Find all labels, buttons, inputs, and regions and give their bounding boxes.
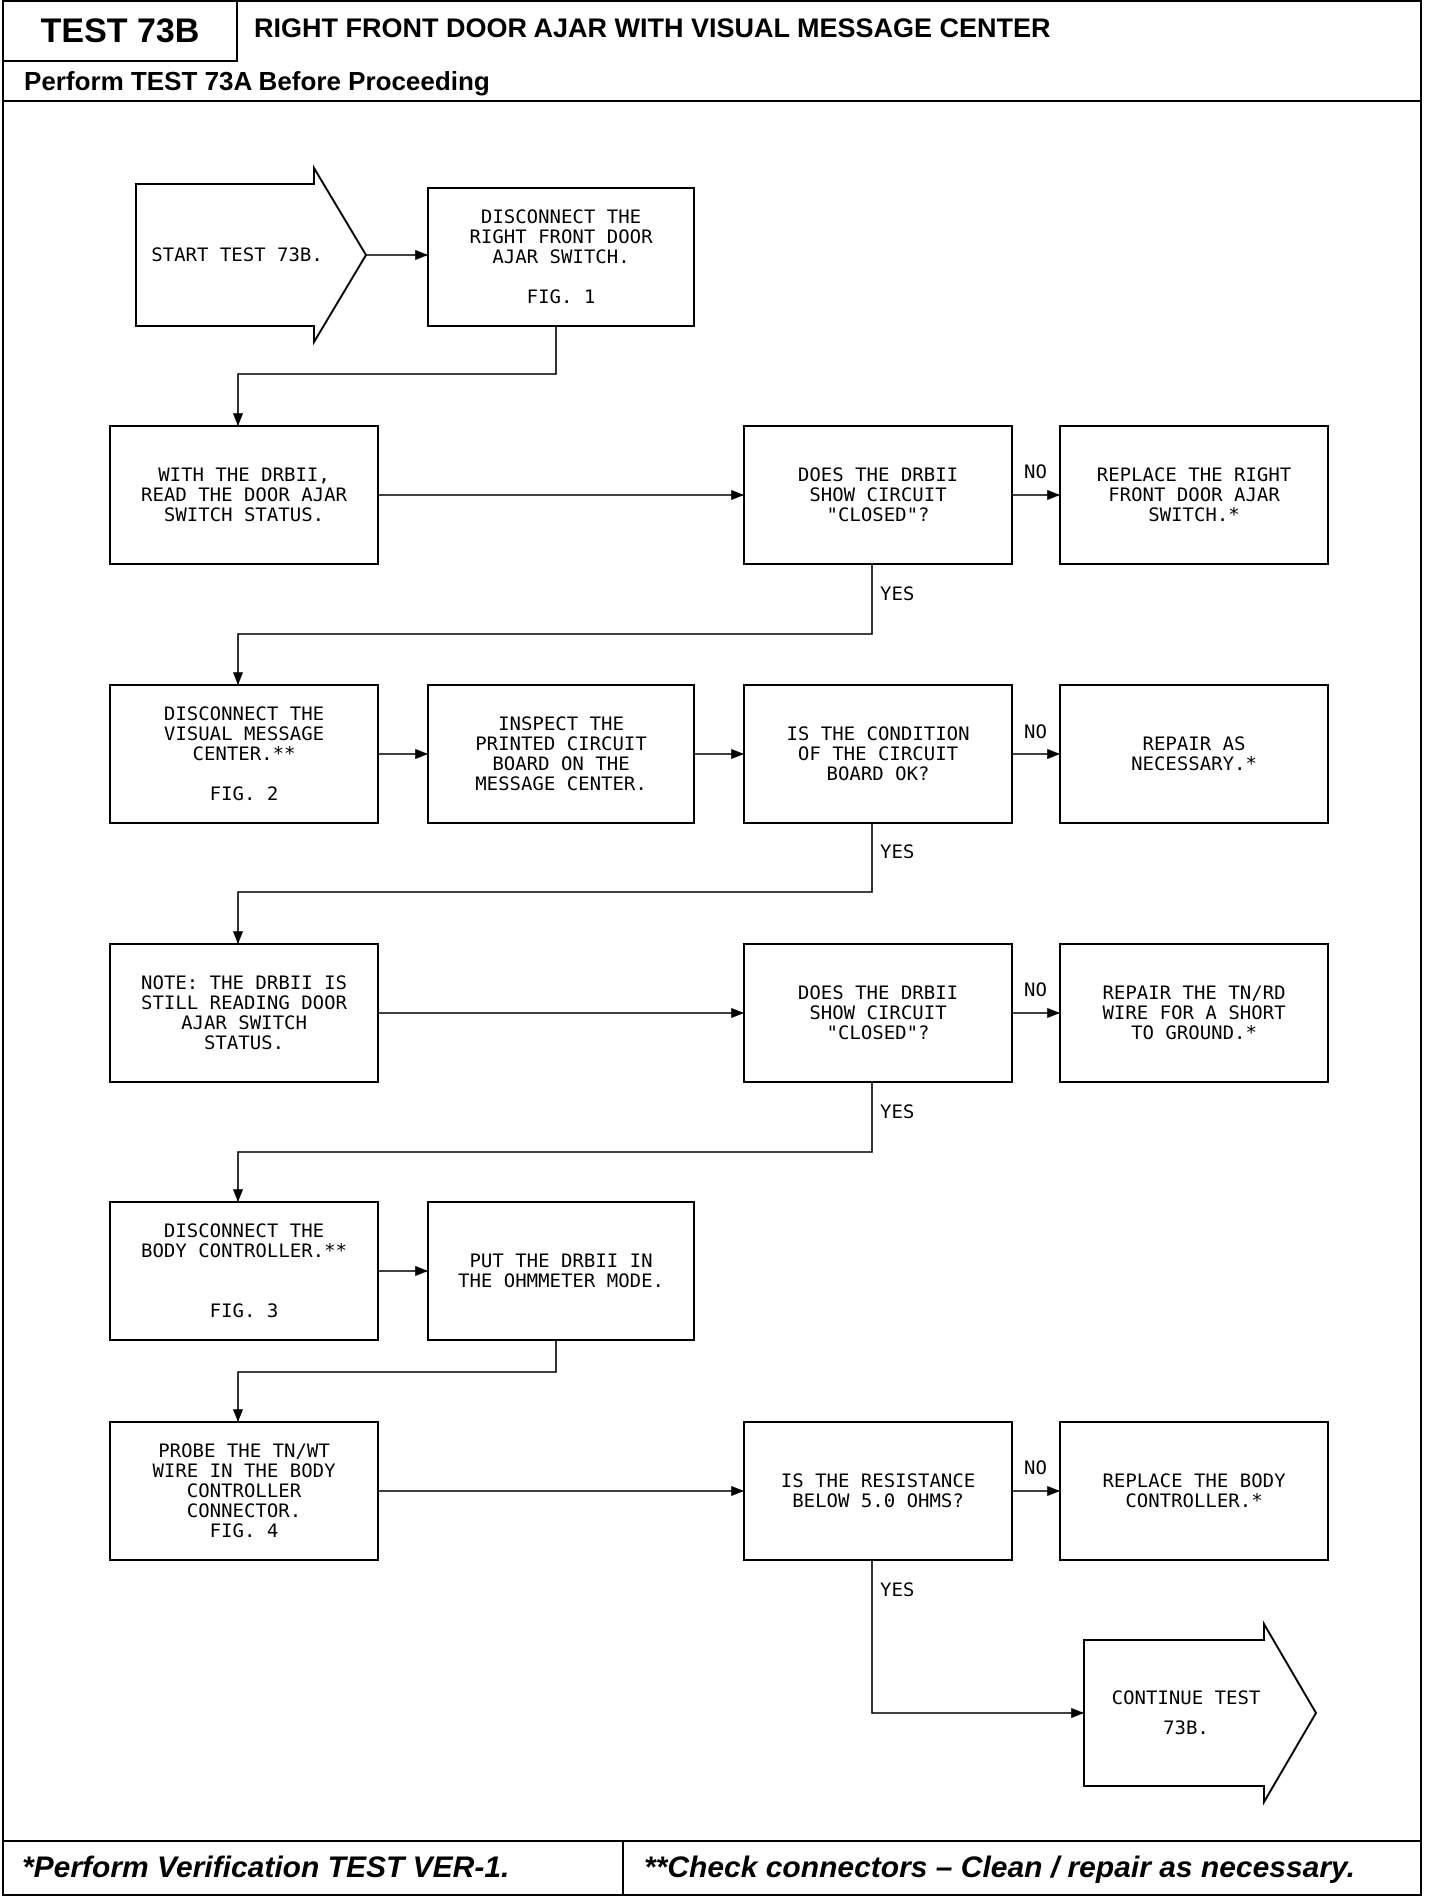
- repair-wire-text: WIRE FOR A SHORT: [1102, 1002, 1285, 1024]
- replace-body-text: REPLACE THE BODY: [1102, 1470, 1286, 1492]
- repair-as-necessary-text: NECESSARY.*: [1131, 753, 1257, 775]
- disconnect-switch-text: DISCONNECT THE: [481, 206, 641, 228]
- disconnect-vmc-text: CENTER.**: [193, 743, 296, 765]
- q-resistance-text: IS THE RESISTANCE: [781, 1470, 975, 1492]
- continue-arrow-shape: [1083, 1620, 1318, 1806]
- yes-label: YES: [880, 583, 914, 605]
- test-number: TEST 73B: [4, 2, 238, 62]
- probe-wire-text: FIG. 4: [210, 1520, 279, 1542]
- yes-label: YES: [880, 1101, 914, 1123]
- replace-switch-text: SWITCH.*: [1148, 504, 1240, 526]
- no-label: NO: [1024, 721, 1047, 743]
- inspect-pcb-text: PRINTED CIRCUIT: [475, 733, 647, 755]
- no-label: NO: [1024, 979, 1047, 1001]
- disconnect-body-text: BODY CONTROLLER.**: [141, 1240, 347, 1262]
- replace-switch-text: FRONT DOOR AJAR: [1108, 484, 1280, 506]
- q-closed-2-text: SHOW CIRCUIT: [809, 1002, 946, 1024]
- note-reading-text: AJAR SWITCH: [181, 1012, 307, 1034]
- disconnect-switch-text: FIG. 1: [527, 286, 596, 308]
- footer-connectors-note: **Check connectors – Clean / repair as n…: [644, 1851, 1355, 1884]
- q-resistance-text: BELOW 5.0 OHMS?: [792, 1490, 964, 1512]
- replace-switch-text: REPLACE THE RIGHT: [1097, 464, 1291, 486]
- note-reading-text: STILL READING DOOR: [141, 992, 347, 1014]
- inspect-pcb-text: INSPECT THE: [498, 713, 624, 735]
- probe-wire-text: PROBE THE TN/WT: [158, 1440, 330, 1462]
- inspect-pcb-text: MESSAGE CENTER.: [475, 773, 647, 795]
- page-title: RIGHT FRONT DOOR AJAR WITH VISUAL MESSAG…: [254, 13, 1051, 43]
- probe-wire-text: CONNECTOR.: [187, 1500, 301, 1522]
- note-reading-text: STATUS.: [204, 1032, 284, 1054]
- start-arrow-shape: [135, 164, 368, 346]
- conn-q2-yes: [232, 823, 873, 944]
- continue-text: CONTINUE TEST: [1112, 1687, 1261, 1709]
- no-label: NO: [1024, 461, 1047, 483]
- q-closed-2-text: "CLOSED"?: [827, 1022, 930, 1044]
- disconnect-body-text: FIG. 3: [210, 1300, 279, 1322]
- conn-q3-yes: [232, 1082, 873, 1202]
- probe-wire-text: CONTROLLER: [187, 1480, 302, 1502]
- disconnect-switch-box: [427, 187, 695, 327]
- read-status-text: READ THE DOOR AJAR: [141, 484, 347, 506]
- disconnect-switch-text: AJAR SWITCH.: [492, 246, 629, 268]
- disconnect-vmc-text: FIG. 2: [210, 783, 279, 805]
- q-board-ok-text: BOARD OK?: [827, 763, 930, 785]
- q-board-ok-text: IS THE CONDITION: [786, 723, 969, 745]
- q-closed-1-text: "CLOSED"?: [827, 504, 930, 526]
- ohmmeter-mode-text: THE OHMMETER MODE.: [458, 1270, 664, 1292]
- start-text: START TEST 73B.: [151, 244, 323, 266]
- footer-divider: [4, 1840, 1420, 1842]
- disconnect-body-text: DISCONNECT THE: [164, 1220, 324, 1242]
- disconnect-switch-text: RIGHT FRONT DOOR: [469, 226, 653, 248]
- disconnect-vmc-text: VISUAL MESSAGE: [164, 723, 324, 745]
- conn-q1-yes: [232, 564, 873, 685]
- note-reading-text: NOTE: THE DRBII IS: [141, 972, 347, 994]
- q-closed-1-text: DOES THE DRBII: [798, 464, 958, 486]
- disconnect-vmc-text: DISCONNECT THE: [164, 703, 324, 725]
- yes-label: YES: [880, 841, 914, 863]
- footer-verification-note: *Perform Verification TEST VER-1.: [22, 1851, 510, 1884]
- repair-as-necessary-text: REPAIR AS: [1143, 733, 1246, 755]
- repair-wire-text: REPAIR THE TN/RD: [1102, 982, 1285, 1004]
- no-label: NO: [1024, 1457, 1047, 1479]
- read-status-text: SWITCH STATUS.: [164, 504, 324, 526]
- continue-text: 73B.: [1163, 1717, 1209, 1739]
- footer-column-divider: [622, 1840, 624, 1896]
- probe-wire-text: WIRE IN THE BODY: [152, 1460, 336, 1482]
- yes-label: YES: [880, 1579, 914, 1601]
- inspect-pcb-text: BOARD ON THE: [492, 753, 629, 775]
- conn-q4-yes: [871, 1560, 1084, 1719]
- read-status-text: WITH THE DRBII,: [158, 464, 330, 486]
- replace-body-text: CONTROLLER.*: [1125, 1490, 1262, 1512]
- prerequisite-note: Perform TEST 73A Before Proceeding: [4, 62, 1420, 102]
- conn-ohmmeter-to-probe: [232, 1340, 557, 1422]
- q-closed-1-text: SHOW CIRCUIT: [809, 484, 946, 506]
- conn-disconnect-to-read: [232, 326, 557, 426]
- q-closed-2-text: DOES THE DRBII: [798, 982, 958, 1004]
- repair-wire-text: TO GROUND.*: [1131, 1022, 1257, 1044]
- ohmmeter-mode-text: PUT THE DRBII IN: [469, 1250, 652, 1272]
- q-board-ok-text: OF THE CIRCUIT: [798, 743, 958, 765]
